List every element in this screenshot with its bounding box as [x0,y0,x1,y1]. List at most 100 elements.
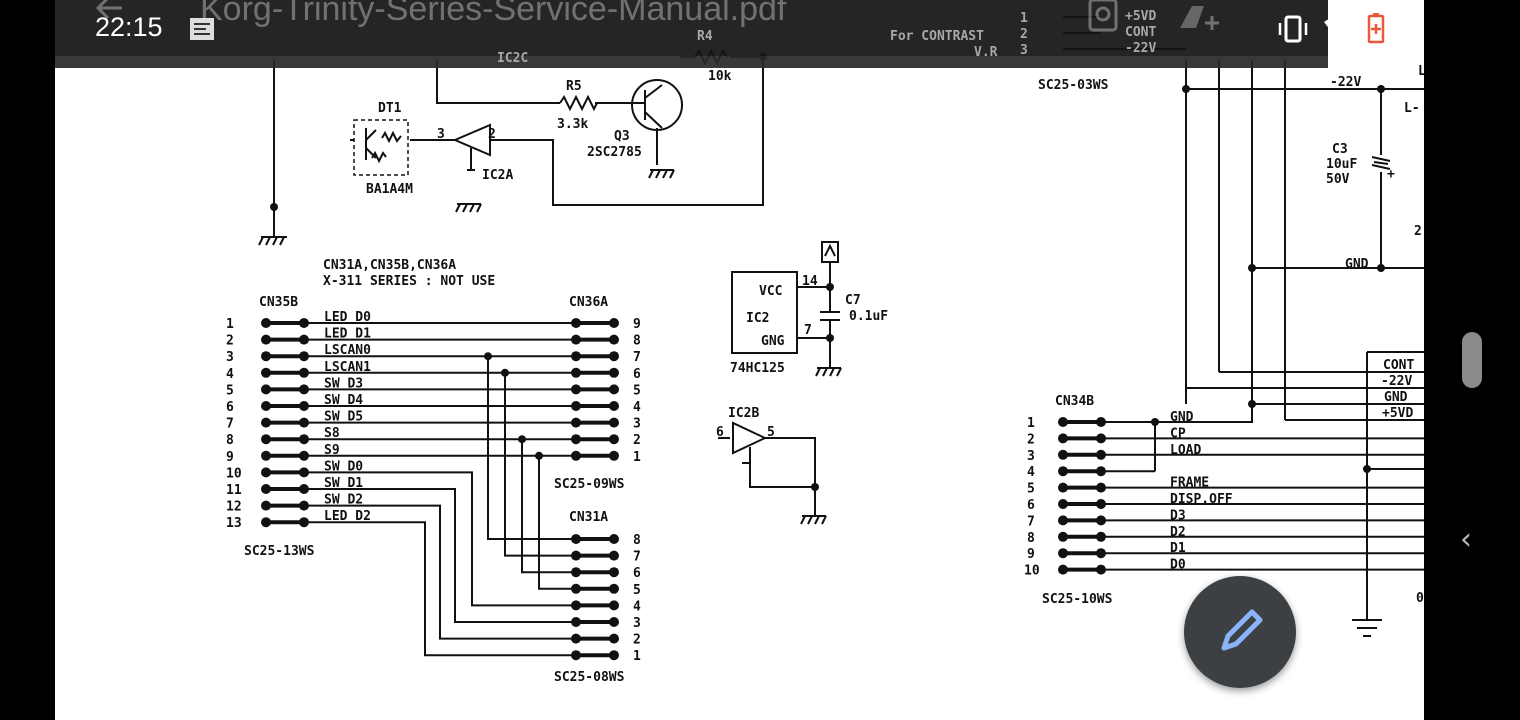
label: 0.1uF [849,309,888,324]
ground-symbol [800,515,827,525]
pin-number: 1 [226,317,234,332]
signal-label: LED D2 [324,509,371,524]
buffer-ic2b [718,421,816,516]
scrollbar-thumb[interactable] [1462,332,1482,388]
edit-fab-button[interactable] [1184,576,1296,688]
pin-number: 6 [1027,498,1035,513]
pin-dot [261,500,271,511]
wire [521,439,576,574]
label: L- [1404,101,1420,116]
ground-symbol [455,203,482,213]
pin-number: 3 [1027,449,1035,464]
signal-label: SW D0 [324,459,363,474]
label: 2SC2785 [587,145,642,160]
pin-number: 13 [226,516,242,531]
label: 7 [804,323,812,338]
pin-dot [261,417,271,428]
pin-dot [609,417,619,428]
back-arrow-icon[interactable] [92,0,126,20]
pin-dot [261,517,271,528]
search-icon[interactable] [1086,0,1122,34]
pin-number: 1 [633,649,641,664]
connector-part: SC25-08WS [554,670,625,685]
pin-number: 7 [1027,514,1035,529]
pin-number: 5 [226,383,234,398]
pin-dot [261,401,271,411]
pin-number: 5 [633,383,641,398]
pin-dot [1058,417,1068,427]
pin-number: 1 [1027,416,1035,431]
connector-part: SC25-03WS [1038,78,1109,93]
chevron-left-icon[interactable]: ‹ [1460,522,1472,557]
junction [826,334,834,342]
connector-part: SC25-09WS [554,477,625,492]
signal-label: LED D1 [324,327,371,342]
label: 50V [1326,172,1350,187]
wifi-icon [1324,17,1352,40]
toolbar-shadow [55,56,1328,68]
label: 0 [1416,591,1424,606]
pin-number: 11 [226,483,242,498]
resistor-r5 [559,94,598,112]
connector-part: SC25-13WS [244,544,315,559]
add-to-drive-icon[interactable] [1176,0,1224,34]
power-symbol [821,241,839,263]
signal-label: SW D3 [324,376,363,391]
label: 2 [1414,224,1422,239]
junction [1182,85,1190,93]
label: 10k [708,69,732,84]
pin-number: 2 [226,334,234,349]
pin-dot [609,351,619,362]
signal-label: S8 [324,426,340,441]
signal-label: SW D4 [324,393,363,408]
pin-dot [609,600,619,611]
pin-dot [261,318,271,328]
transistor-q3 [631,79,683,131]
pin-dot [609,401,619,411]
label: 10uF [1326,157,1357,172]
wire [304,471,576,607]
pin-number: 2 [633,433,641,448]
connector-part: SC25-10WS [1042,592,1113,607]
signal-label: GND [1170,410,1194,425]
junction [484,352,492,361]
label: CONT [1383,358,1414,373]
pin-dot [261,334,271,345]
pin-dot [609,617,619,627]
label: + [1387,167,1395,182]
ic2-package [731,271,798,354]
label: 5 [767,425,775,440]
pin-number: 2 [633,633,641,648]
battery-charging-icon [1367,13,1385,44]
label: +5VD [1382,406,1413,421]
pin-number: 8 [1027,531,1035,546]
signal-label: SW D1 [324,476,363,491]
label: BA1A4M [366,182,413,197]
junction [1377,264,1385,272]
junction [1377,85,1385,93]
note-line: CN31A,CN35B,CN36A [323,258,456,273]
pin-number: 4 [226,367,234,382]
junction [501,368,509,377]
signal-label: LSCAN1 [324,360,371,375]
pin-dot [609,633,619,644]
wire [304,488,576,623]
label: GND [1384,390,1408,405]
transistor-q3-leads [632,84,663,129]
label: R5 [566,79,582,94]
pin-number: 10 [226,466,242,481]
pin-dot [261,367,271,378]
label: IC2B [728,406,759,421]
pin-number: 3 [226,350,234,365]
pin-dot [1058,515,1068,526]
pin-number: 9 [633,317,641,332]
pin-dot [609,550,619,561]
connector-name: CN31A [569,510,608,525]
document-title[interactable]: Korg-Trinity-Series-Service-Manual.pdf [200,0,787,28]
notification-icon [190,18,214,40]
label: 2 [488,127,496,142]
pin-number: 8 [226,433,234,448]
pdf-page[interactable]: 10k R5 3.3k Q3 2SC2785 DT1 BA1A4M IC2A 3… [55,0,1424,720]
ground-symbol [1352,619,1382,637]
pin-number: 9 [1027,547,1035,562]
